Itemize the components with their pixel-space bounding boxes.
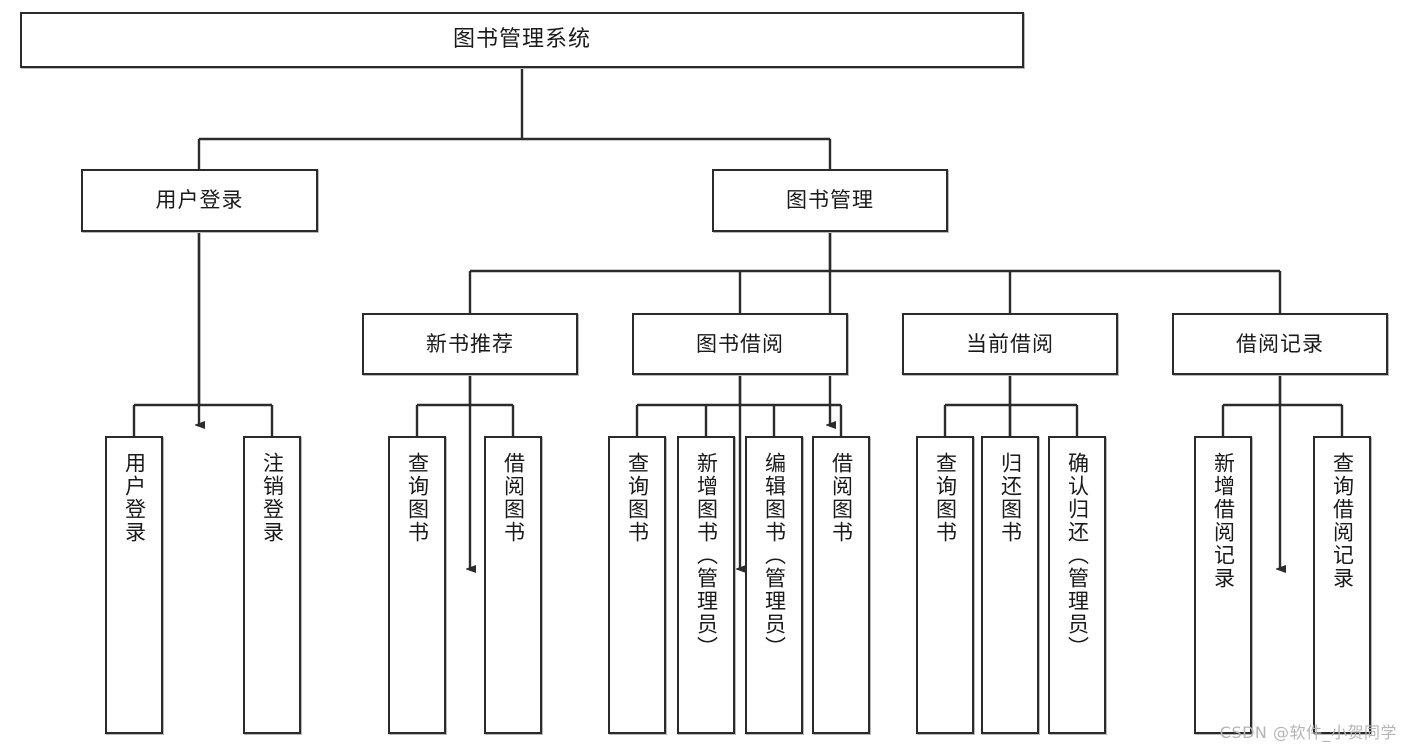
leaf-cb-return-book[interactable]: 归还图书: [981, 436, 1039, 734]
node-label: 查询借阅记录: [1330, 452, 1355, 590]
node-label: 用户登录: [155, 188, 244, 213]
node-root-system[interactable]: 图书管理系统: [20, 12, 1024, 68]
leaf-br-add-record[interactable]: 新增借阅记录: [1194, 436, 1252, 734]
node-label: 图书借阅: [696, 331, 784, 356]
node-label: 图书管理系统: [452, 27, 591, 53]
node-book-borrow[interactable]: 图书借阅: [632, 313, 848, 375]
node-label: 新书推荐: [426, 331, 514, 356]
node-label: 确认归还（管理员）: [1065, 452, 1090, 659]
node-label: 查询图书: [933, 452, 958, 544]
node-label: 查询图书: [405, 452, 430, 544]
node-borrow-record[interactable]: 借阅记录: [1172, 313, 1388, 375]
node-label: 归还图书: [998, 452, 1023, 544]
node-label: 借阅图书: [829, 452, 854, 544]
node-label: 图书管理: [786, 188, 874, 213]
leaf-user-login[interactable]: 用户登录: [105, 436, 163, 734]
node-label: 当前借阅: [966, 331, 1054, 356]
leaf-rec-borrow-book[interactable]: 借阅图书: [484, 436, 542, 734]
watermark: CSDN @软件_小贺同学: [1219, 723, 1397, 742]
leaf-bb-edit-book-admin[interactable]: 编辑图书（管理员）: [745, 436, 803, 734]
leaf-bb-add-book-admin[interactable]: 新增图书（管理员）: [677, 436, 735, 734]
node-label: 编辑图书（管理员）: [762, 452, 787, 659]
leaf-br-query-record[interactable]: 查询借阅记录: [1313, 436, 1371, 734]
node-label: 新增图书（管理员）: [694, 452, 719, 659]
node-label: 新增借阅记录: [1211, 452, 1236, 590]
leaf-cb-query-book[interactable]: 查询图书: [916, 436, 974, 734]
node-label: 注销登录: [260, 452, 285, 544]
leaf-logout[interactable]: 注销登录: [243, 436, 301, 734]
node-label: 查询图书: [625, 452, 650, 544]
leaf-cb-confirm-return-admin[interactable]: 确认归还（管理员）: [1048, 436, 1106, 734]
leaf-bb-query-book[interactable]: 查询图书: [608, 436, 666, 734]
leaf-rec-query-book[interactable]: 查询图书: [388, 436, 446, 734]
node-label: 借阅记录: [1236, 331, 1324, 356]
leaf-bb-borrow-book[interactable]: 借阅图书: [812, 436, 870, 734]
node-label: 借阅图书: [501, 452, 526, 544]
node-current-borrow[interactable]: 当前借阅: [902, 313, 1118, 375]
node-label: 用户登录: [122, 452, 147, 544]
node-book-manage[interactable]: 图书管理: [712, 169, 948, 232]
node-new-book-recommend[interactable]: 新书推荐: [362, 313, 578, 375]
node-user-login[interactable]: 用户登录: [81, 169, 318, 232]
